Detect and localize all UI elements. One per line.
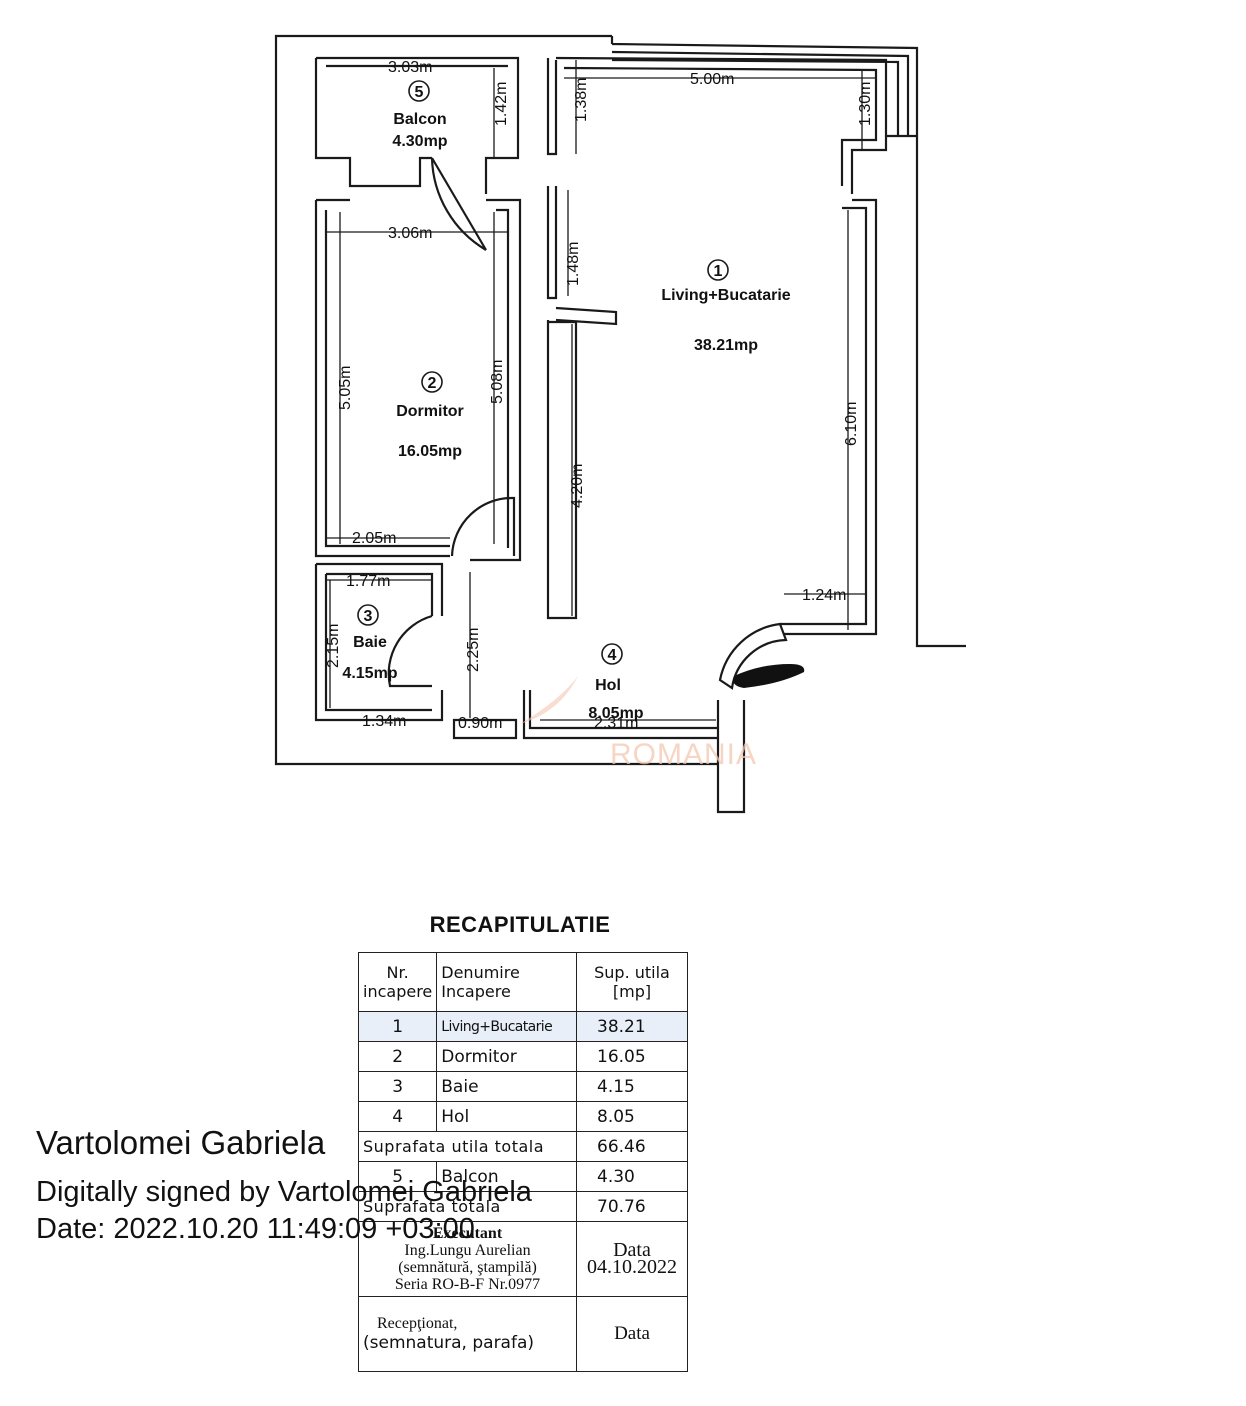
recap-title: RECAPITULATIE	[429, 912, 611, 937]
dim-partition-top: 1.38m	[573, 78, 590, 122]
signature-statement: Digitally signed by Vartolomei Gabriela	[36, 1176, 532, 1208]
room-area-hall: 8.05mp	[588, 705, 643, 722]
living-wall	[555, 56, 888, 194]
dim-balcony-depth: 1.42m	[493, 82, 510, 126]
room-number-bath: 3	[364, 608, 373, 625]
received-cell: Recepţionat, (semnatura, parafa)	[358, 1296, 577, 1372]
executant-date-cell: Data 04.10.2022	[576, 1221, 688, 1297]
balcony-door	[430, 157, 487, 251]
dim-partition-low: 4.20m	[569, 464, 586, 508]
dim-balcony-width: 3.03m	[388, 59, 432, 76]
dim-hall-door: 0.90m	[458, 715, 502, 732]
room-number-hall: 4	[608, 647, 617, 664]
bathroom-wall	[314, 562, 444, 722]
received-row: Recepţionat, (semnatura, parafa) Data	[358, 1296, 688, 1372]
dim-living-top-right: 1.30m	[857, 82, 874, 126]
room-area-bath: 4.15mp	[342, 665, 397, 682]
table-row: 3 Baie 4.15	[357, 1071, 688, 1102]
executant-row: Executant Ing.Lungu Aurelian (semnătură,…	[358, 1221, 688, 1297]
dim-living-bottom: 1.24m	[802, 587, 846, 604]
dim-hall-height: 2.25m	[465, 628, 482, 672]
room-name-living: Living+Bucatarie	[661, 287, 790, 304]
recap-table: Nr. incapere Denumire Incapere Sup. util…	[357, 952, 688, 1372]
room-number-bedroom: 2	[428, 375, 437, 392]
outer-wall	[274, 34, 717, 766]
room-area-bedroom: 16.05mp	[398, 443, 462, 460]
dim-bedroom-bottom: 2.05m	[352, 530, 396, 547]
table-row: 1 Living+Bucatarie 38.21	[357, 1011, 688, 1042]
dim-partition-mid: 1.48m	[565, 242, 582, 286]
table-row: 2 Dormitor 16.05	[357, 1041, 688, 1072]
dim-bath-height: 2.15m	[325, 624, 342, 668]
room-number-balcony: 5	[415, 84, 424, 101]
bathroom-door	[387, 614, 433, 688]
dim-bedroom-right: 5.08m	[489, 360, 506, 404]
signer-name: Vartolomei Gabriela	[36, 1124, 326, 1161]
dim-bedroom-width: 3.06m	[388, 225, 432, 242]
dim-living-right: 6.10m	[843, 402, 860, 446]
bedroom-wall	[314, 198, 450, 558]
total-row: Suprafata totala 70.76	[358, 1191, 688, 1222]
signature-date: Date: 2022.10.20 11:49:09 +03:00	[36, 1213, 475, 1245]
partition-wall	[546, 58, 578, 620]
dim-hall-width: 2.31m	[594, 715, 638, 732]
room-name-bedroom: Dormitor	[396, 403, 464, 420]
table-row: 4 Hol 8.05	[357, 1101, 688, 1132]
redaction-mark	[733, 664, 805, 688]
entrance-door	[718, 622, 788, 690]
dim-bath-bottom: 1.34m	[362, 713, 406, 730]
watermark-text: ROMANIA	[610, 738, 757, 771]
watermark-logo	[520, 676, 578, 724]
useful-total-row: Suprafata utila totala 66.46	[358, 1131, 688, 1162]
outer-wall-right	[610, 36, 966, 648]
floor-plan: 3.03m 1.42m 3.06m 5.05m 5.08m 2.05m 1.77…	[274, 34, 966, 814]
room-name-balcony: Balcon	[393, 111, 446, 128]
balcony-wall	[314, 56, 520, 194]
room-number-living: 1	[714, 263, 723, 280]
received-date-cell: Data	[576, 1296, 688, 1372]
room-name-bath: Baie	[353, 634, 387, 651]
header-name: Denumire Incapere	[436, 952, 577, 1012]
dim-bedroom-left: 5.05m	[337, 366, 354, 410]
dim-bath-width: 1.77m	[346, 573, 390, 590]
header-area: Sup. utila [mp]	[576, 952, 688, 1012]
bedroom-door	[450, 496, 516, 557]
room-area-balcony: 4.30mp	[392, 133, 447, 150]
balcony-row: 5 Balcon 4.30	[357, 1161, 688, 1192]
header-nr: Nr. incapere	[357, 952, 438, 1012]
room-area-living: 38.21mp	[694, 337, 758, 354]
room-name-hall: Hol	[595, 677, 621, 694]
dim-living-width: 5.00m	[690, 71, 734, 88]
